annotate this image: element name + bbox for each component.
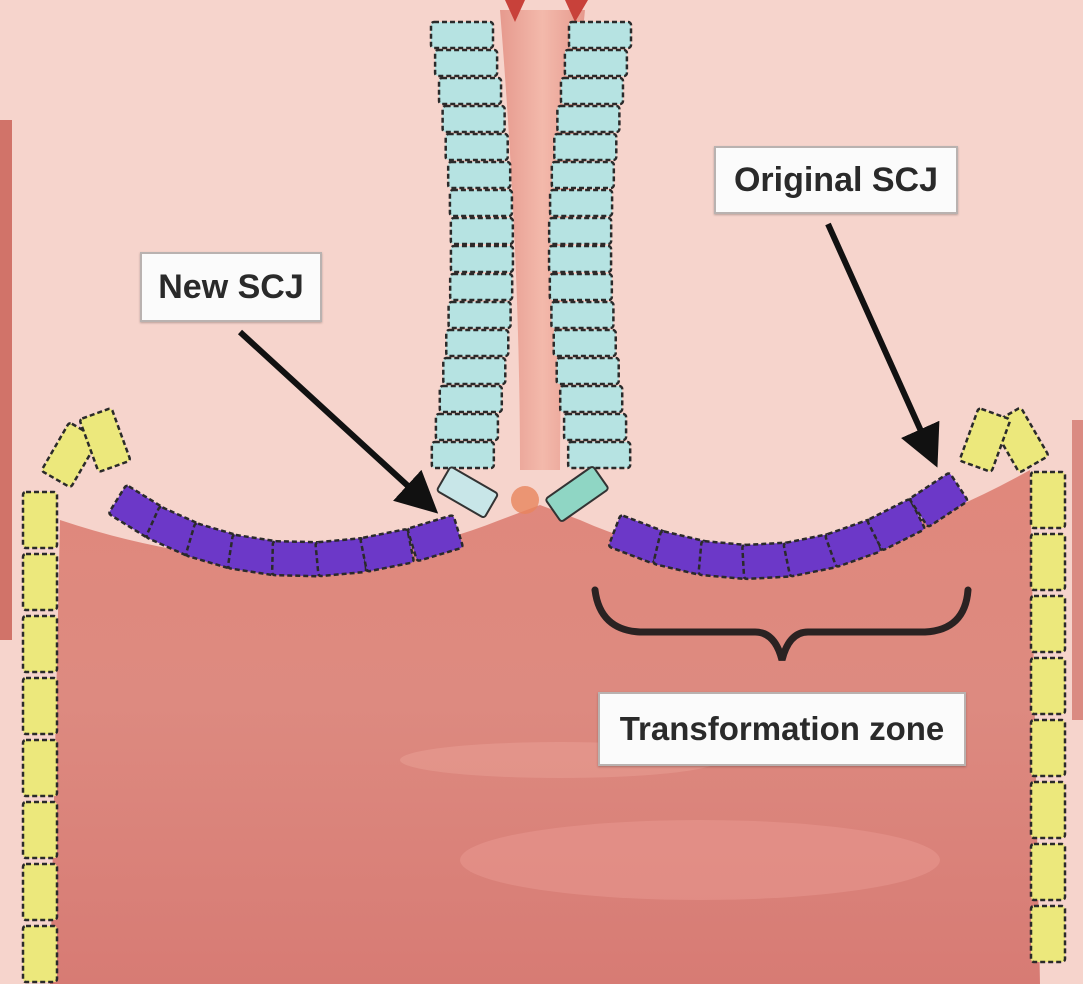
squamous-cell bbox=[443, 106, 505, 132]
right-edge-tissue bbox=[1072, 420, 1083, 720]
outer-squamous-cell bbox=[23, 492, 57, 548]
squamous-cell bbox=[554, 134, 616, 160]
outer-squamous-cell bbox=[1031, 658, 1065, 714]
squamous-cell bbox=[449, 302, 511, 328]
squamous-cell bbox=[446, 330, 508, 356]
outer-squamous-cell bbox=[23, 678, 57, 734]
outer-squamous-cell bbox=[23, 802, 57, 858]
squamous-cell bbox=[552, 162, 614, 188]
stroma-highlight bbox=[460, 820, 940, 900]
squamous-cell bbox=[564, 414, 626, 440]
squamous-cell bbox=[568, 442, 630, 468]
outer-squamous-cell bbox=[1031, 596, 1065, 652]
outer-squamous-cell bbox=[1031, 720, 1065, 776]
squamous-cell bbox=[446, 134, 508, 160]
outer-squamous-cell bbox=[1031, 906, 1065, 962]
squamous-cell bbox=[448, 162, 510, 188]
squamous-cell bbox=[440, 386, 502, 412]
squamous-cell bbox=[451, 218, 513, 244]
squamous-cell bbox=[550, 190, 612, 216]
squamous-cell bbox=[436, 414, 498, 440]
squamous-cell bbox=[549, 246, 611, 272]
squamous-cell bbox=[554, 330, 616, 356]
squamous-cell bbox=[435, 50, 497, 76]
squamous-cell bbox=[450, 274, 512, 300]
squamous-cell bbox=[443, 358, 505, 384]
outer-squamous-cell bbox=[1031, 844, 1065, 900]
squamous-cell bbox=[451, 246, 513, 272]
outer-squamous-cell bbox=[1031, 472, 1065, 528]
outer-squamous-cell bbox=[23, 616, 57, 672]
left-edge-tissue bbox=[0, 120, 12, 640]
new-scj-label: New SCJ bbox=[140, 252, 322, 322]
outer-squamous-cell bbox=[23, 554, 57, 610]
squamous-cell bbox=[561, 78, 623, 104]
squamous-cell bbox=[560, 386, 622, 412]
columnar-cell bbox=[272, 541, 321, 576]
squamous-cell bbox=[550, 274, 612, 300]
squamous-cell bbox=[431, 22, 493, 48]
squamous-cell bbox=[432, 442, 494, 468]
squamous-cell bbox=[439, 78, 501, 104]
original-scj-label: Original SCJ bbox=[714, 146, 958, 214]
squamous-cell bbox=[450, 190, 512, 216]
squamous-cell bbox=[557, 358, 619, 384]
outer-squamous-cell bbox=[23, 864, 57, 920]
outer-squamous-cell bbox=[1031, 782, 1065, 838]
transformation-zone-label: Transformation zone bbox=[598, 692, 966, 766]
outer-squamous-cell bbox=[23, 926, 57, 982]
squamous-cell bbox=[551, 302, 613, 328]
squamous-cell bbox=[565, 50, 627, 76]
squamous-cell bbox=[557, 106, 619, 132]
outer-squamous-cell bbox=[23, 740, 57, 796]
squamous-cell bbox=[549, 218, 611, 244]
columnar-cell bbox=[315, 538, 366, 576]
squamous-cell bbox=[569, 22, 631, 48]
outer-squamous-cell bbox=[1031, 534, 1065, 590]
